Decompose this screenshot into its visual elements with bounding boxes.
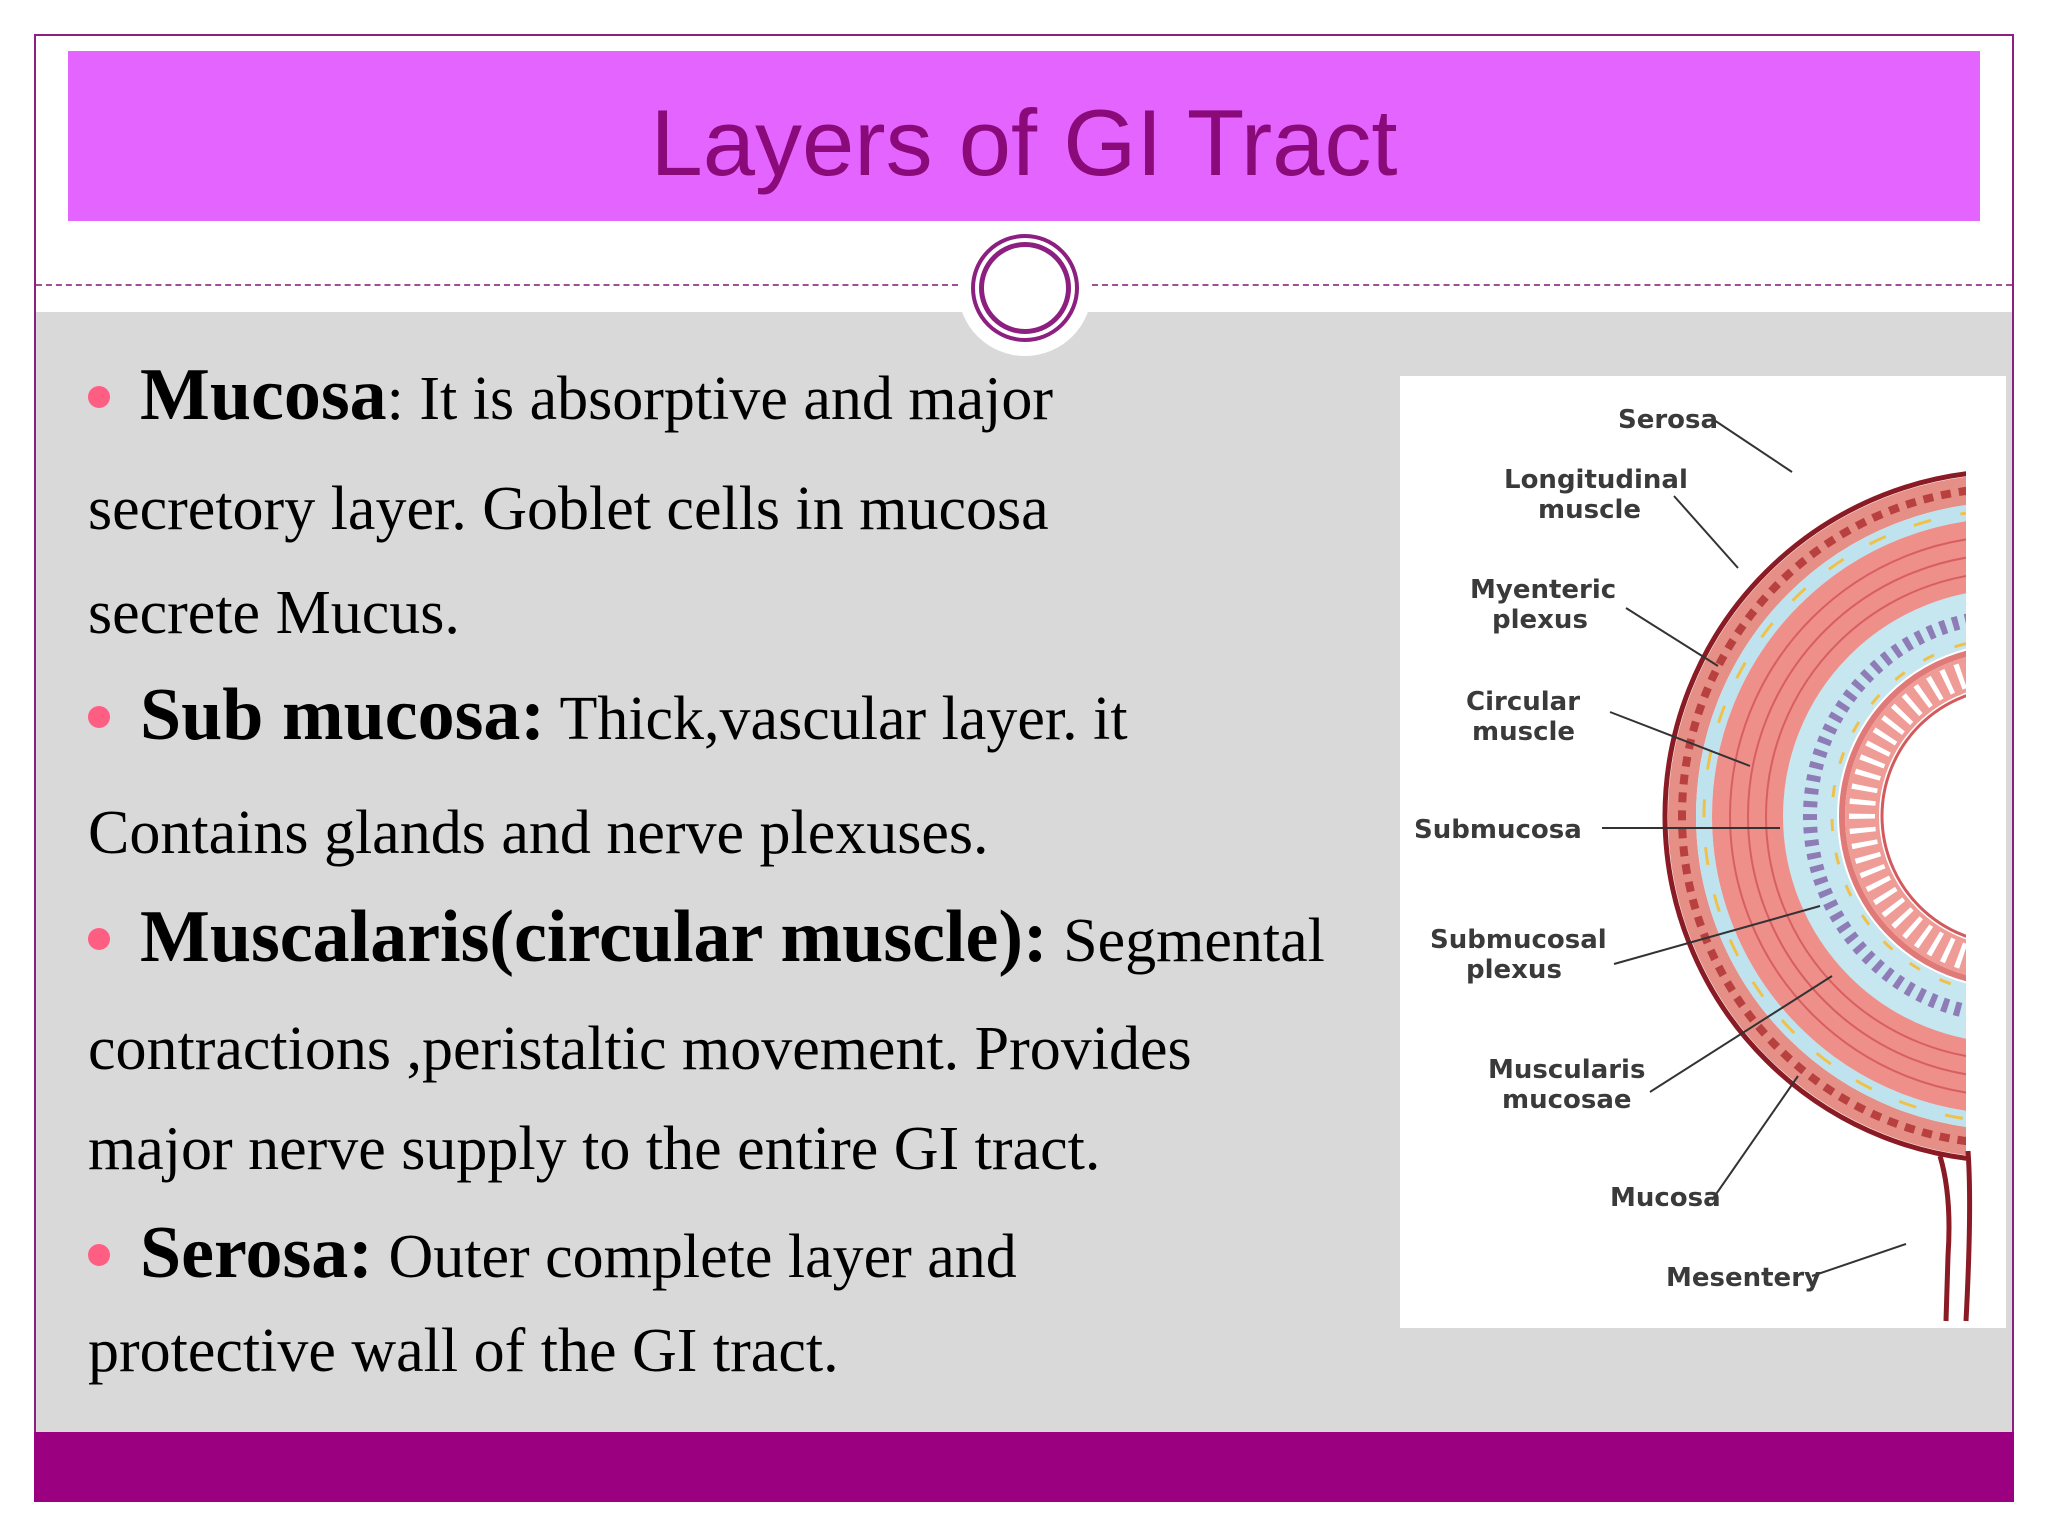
- label-muscularis-1: Muscularis: [1488, 1055, 1645, 1085]
- label-mesentery: Mesentery: [1666, 1263, 1821, 1293]
- bullet-text: It is absorptive and major: [403, 365, 1054, 433]
- bullet-text: Outer complete layer and: [372, 1223, 1017, 1291]
- label-myenteric-2: plexus: [1492, 605, 1588, 635]
- bullet-text: protective wall of the GI tract.: [88, 1317, 839, 1385]
- bullet-muscularis-line-1: Muscalaris(circular muscle): Segmental: [88, 900, 1325, 974]
- muscularis-mucosae-ring: [1839, 650, 1966, 982]
- bullet-mucosa-line-3: secrete Mucus.: [88, 582, 460, 644]
- label-longitudinal-1: Longitudinal: [1504, 465, 1688, 495]
- bullet-submucosa-line-2: Contains glands and nerve plexuses.: [88, 802, 989, 864]
- mesentery-shape: [1937, 1150, 1973, 1322]
- divider-left: [36, 284, 958, 286]
- gi-cross-section-illustration: Serosa Longitudinal muscle Myenteric ple…: [1414, 405, 1973, 1322]
- bullet-text: secrete Mucus.: [88, 579, 460, 647]
- label-circular-1: Circular: [1466, 687, 1580, 717]
- circular-stripe-2: [1747, 556, 1966, 1076]
- bullet-term: Mucosa: [140, 354, 387, 436]
- divider-right: [1092, 284, 2012, 286]
- label-submucosa: Submucosa: [1414, 815, 1582, 845]
- footer-bar: [34, 1432, 2014, 1502]
- label-submucosal-2: plexus: [1466, 955, 1562, 985]
- bullet-dot: [88, 705, 110, 728]
- serosa-ring: [1662, 471, 1966, 1161]
- label-mucosa: Mucosa: [1610, 1183, 1721, 1213]
- bullet-text: major nerve supply to the entire GI trac…: [88, 1115, 1101, 1183]
- bullet-text: Contains glands and nerve plexuses.: [88, 799, 989, 867]
- bullet-mucosa-line-2: secretory layer. Goblet cells in mucosa: [88, 478, 1049, 540]
- bullet-text: secretory layer. Goblet cells in mucosa: [88, 475, 1049, 543]
- ring-ornament-inner: [979, 242, 1071, 334]
- leader-lines: [1602, 419, 1907, 1277]
- label-circular-2: muscle: [1472, 717, 1575, 747]
- label-submucosal-1: Submucosal: [1430, 925, 1607, 955]
- bullet-text: contractions ,peristaltic movement. Prov…: [88, 1015, 1192, 1083]
- bullet-serosa-line-1: Serosa: Outer complete layer and: [88, 1216, 1017, 1290]
- gi-tract-diagram: Serosa Longitudinal muscle Myenteric ple…: [1400, 376, 2006, 1328]
- bullet-term: Sub mucosa:: [140, 674, 546, 756]
- bullet-dot: [88, 1243, 110, 1266]
- bullet-muscularis-line-2: contractions ,peristaltic movement. Prov…: [88, 1018, 1192, 1080]
- bullet-submucosa-line-1: Sub mucosa: Thick,vascular layer. it: [88, 678, 1128, 752]
- bullet-muscularis-line-3: major nerve supply to the entire GI trac…: [88, 1118, 1100, 1180]
- myenteric-plexus-ring: [1702, 511, 1966, 1121]
- bullet-text: Segmental: [1047, 907, 1325, 975]
- longitudinal-texture: [1678, 486, 1966, 1146]
- bullet-dot: [88, 385, 110, 408]
- label-longitudinal-2: muscle: [1538, 495, 1641, 525]
- bullet-term: Serosa:: [140, 1212, 373, 1294]
- bullet-dot: [88, 927, 110, 950]
- title-bar: Layers of GI Tract: [68, 51, 1980, 221]
- lumen: [1880, 694, 1966, 938]
- circular-stripe-3: [1765, 575, 1966, 1057]
- bullet-term: Muscalaris(circular muscle):: [140, 896, 1048, 978]
- bullet-separator: :: [386, 365, 404, 433]
- label-serosa: Serosa: [1618, 405, 1718, 435]
- circular-stripe-1: [1729, 538, 1966, 1094]
- mucosa-villi: [1849, 661, 1966, 971]
- bullet-serosa-line-2: protective wall of the GI tract.: [88, 1320, 839, 1382]
- submucosa-glands: [1803, 613, 1966, 1019]
- label-muscularis-2: mucosae: [1502, 1085, 1632, 1115]
- bullet-text: Thick,vascular layer. it: [545, 685, 1128, 753]
- label-myenteric-1: Myenteric: [1470, 575, 1616, 605]
- bullet-mucosa-line-1: Mucosa: It is absorptive and major: [88, 358, 1053, 432]
- slide-title: Layers of GI Tract: [650, 90, 1398, 195]
- layer-rings: [1662, 471, 1966, 1161]
